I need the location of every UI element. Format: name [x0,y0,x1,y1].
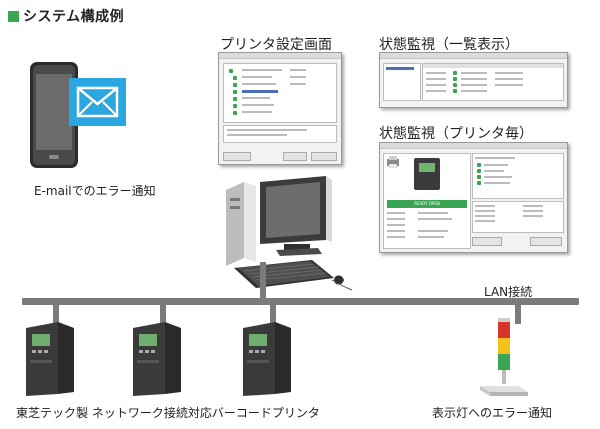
detail-button-1[interactable] [472,237,502,246]
window-titlebar [380,143,567,149]
settings-tree-panel [223,63,337,123]
mail-icon [69,78,126,126]
ready-status-bar: READY OPEN [387,200,467,208]
lan-drop-printer-2 [160,302,166,326]
email-notify-label: E-mailでのエラー通知 [34,184,156,198]
computer [214,168,364,296]
window-titlebar [380,53,567,59]
barcode-printer-icon [243,322,291,396]
printer-settings-label: プリンタ設定画面 [220,37,332,53]
settings-cancel-button[interactable] [311,152,337,161]
title-text: システム構成例 [23,9,125,25]
section-title: システム構成例 [8,6,124,26]
barcode-printer-2 [131,320,183,398]
barcode-printer-1 [24,320,76,398]
status-list-window [379,52,568,108]
status-table-panel [422,63,564,101]
printer-info-panel [472,153,564,199]
printers-label: 東芝テック製 ネットワーク接続対応バーコードプリンタ [16,406,320,420]
status-list-label: 状態監視（一覧表示） [379,37,519,53]
status-per-printer-label: 状態監視（プリンタ毎） [379,126,533,142]
printer-settings-window [218,52,342,165]
lan-drop-printer-1 [53,302,59,326]
title-bullet [8,10,19,22]
lamp-notify-label: 表示灯へのエラー通知 [432,406,553,420]
smartphone-icon [30,62,78,168]
settings-message-panel [223,125,337,143]
signal-tower-icon [480,318,528,396]
printer-small-icon [387,156,399,168]
lan-drop-lamp [515,302,521,324]
barcode-printer-icon [26,322,74,396]
status-per-printer-window: READY OPEN [379,142,568,253]
settings-ok-button[interactable] [283,152,307,161]
printer-thumbnail [414,158,440,190]
detail-button-2[interactable] [530,237,562,246]
lan-bus [22,298,579,305]
lan-drop-pc [260,262,266,300]
printer-status-panel: READY OPEN [383,153,471,249]
smartphone [28,60,104,178]
lan-label: LAN接続 [484,285,533,299]
signal-tower-lamp [474,318,534,398]
computer-icon [226,176,353,291]
settings-left-button[interactable] [223,152,251,161]
barcode-printer-icon [133,322,181,396]
status-tree-panel [383,63,421,101]
barcode-printer-3 [241,320,293,398]
lan-drop-printer-3 [270,302,276,326]
printer-counter-panel [472,201,564,233]
window-titlebar [219,53,341,59]
